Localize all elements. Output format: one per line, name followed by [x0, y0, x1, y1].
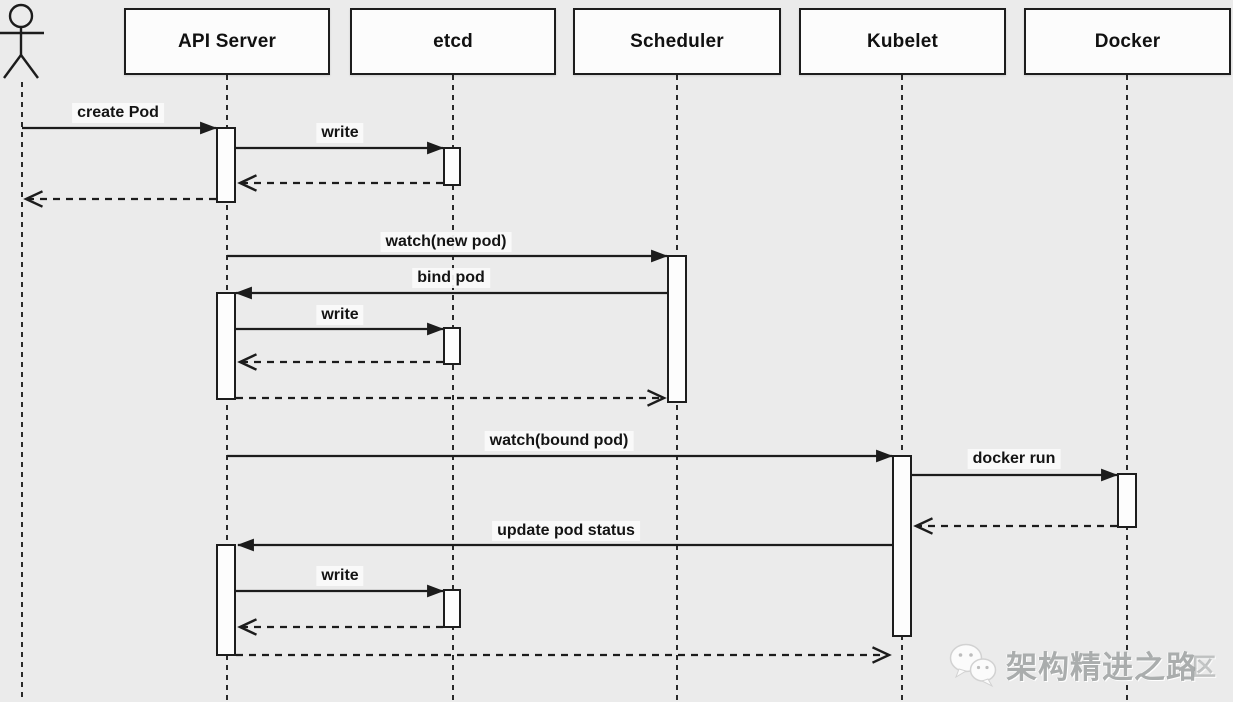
- participant-etcd: etcd: [350, 8, 556, 75]
- watermark-suffix: 区: [1192, 653, 1216, 681]
- wechat-icon: [949, 643, 997, 688]
- message-label-docker-run: docker run: [967, 449, 1061, 469]
- participant-label: etcd: [433, 30, 473, 52]
- participant-docker: Docker: [1024, 8, 1231, 75]
- message-label-update-pod-status: update pod status: [492, 521, 640, 541]
- activation-docker: [1117, 473, 1137, 528]
- activation-api-server-3: [216, 544, 236, 656]
- participant-label: Docker: [1094, 30, 1161, 52]
- participant-api-server: API Server: [124, 8, 330, 75]
- actor-icon: [0, 3, 44, 79]
- message-label-write-1: write: [316, 123, 364, 143]
- message-label-create-pod: create Pod: [72, 103, 164, 123]
- participant-label: Kubelet: [866, 30, 939, 52]
- activation-api-server-1: [216, 127, 236, 203]
- participant-label: API Server: [177, 30, 277, 52]
- activation-etcd-1: [443, 147, 461, 186]
- activation-kubelet: [892, 455, 912, 637]
- watermark: 架构精进之路 区: [946, 636, 1216, 692]
- participant-scheduler: Scheduler: [573, 8, 781, 75]
- message-label-write-2: write: [316, 305, 364, 325]
- activation-api-server-2: [216, 292, 236, 400]
- watermark-text: 架构精进之路: [1006, 649, 1198, 685]
- message-label-watch-new-pod: watch(new pod): [380, 232, 512, 252]
- message-label-bind-pod: bind pod: [412, 268, 490, 288]
- message-label-write-3: write: [316, 566, 364, 586]
- activation-etcd-2: [443, 327, 461, 365]
- participant-kubelet: Kubelet: [799, 8, 1006, 75]
- participant-label: Scheduler: [630, 30, 724, 52]
- activation-scheduler: [667, 255, 687, 403]
- message-label-watch-bound-pod: watch(bound pod): [484, 431, 634, 451]
- activation-etcd-3: [443, 589, 461, 628]
